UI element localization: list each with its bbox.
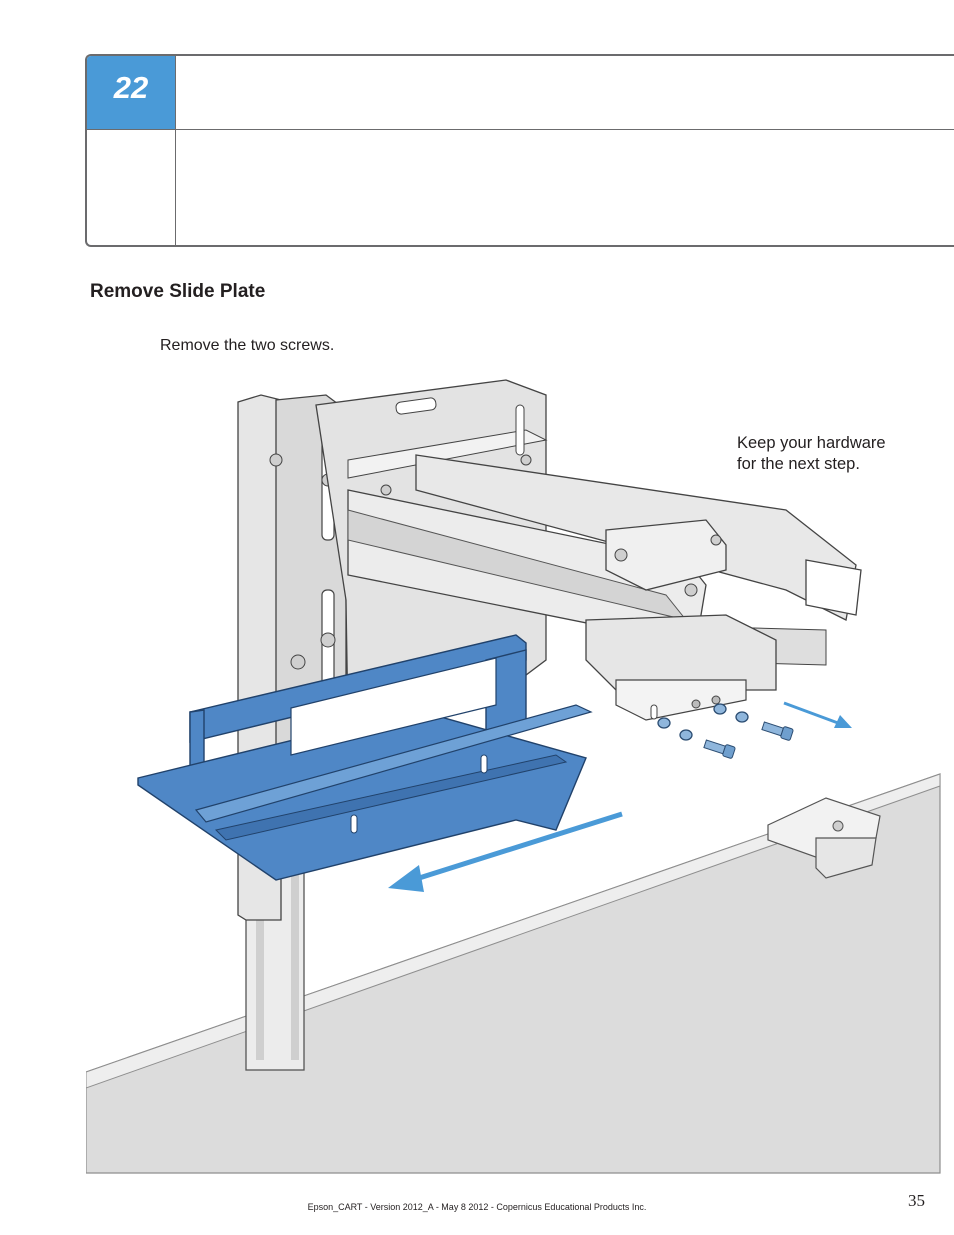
screw-bracket bbox=[615, 679, 747, 721]
step-number: 22 bbox=[87, 56, 175, 130]
slide-plate bbox=[137, 634, 593, 881]
section-title: Remove Slide Plate bbox=[90, 281, 266, 302]
hardware-note: Keep your hardware for the next step. bbox=[737, 433, 886, 475]
slide-removal-arrow bbox=[388, 811, 623, 892]
step-header-box: 22 bbox=[85, 54, 954, 247]
page-number: 35 bbox=[908, 1191, 925, 1210]
step-box-horizontal-divider bbox=[87, 129, 954, 130]
footer-text: Epson_CART - Version 2012_A - May 8 2012… bbox=[307, 1202, 647, 1212]
horizontal-rails bbox=[347, 454, 862, 691]
assembly-illustration bbox=[86, 379, 941, 1174]
screw-removal-arrow bbox=[783, 701, 852, 728]
table-clip bbox=[767, 797, 881, 879]
step-box-vertical-divider bbox=[175, 56, 176, 245]
hardware-note-line1: Keep your hardware bbox=[737, 434, 886, 452]
screws-and-washers bbox=[657, 703, 794, 759]
instruction-text: Remove the two screws. bbox=[160, 337, 335, 354]
hardware-note-line2: for the next step. bbox=[737, 455, 860, 473]
